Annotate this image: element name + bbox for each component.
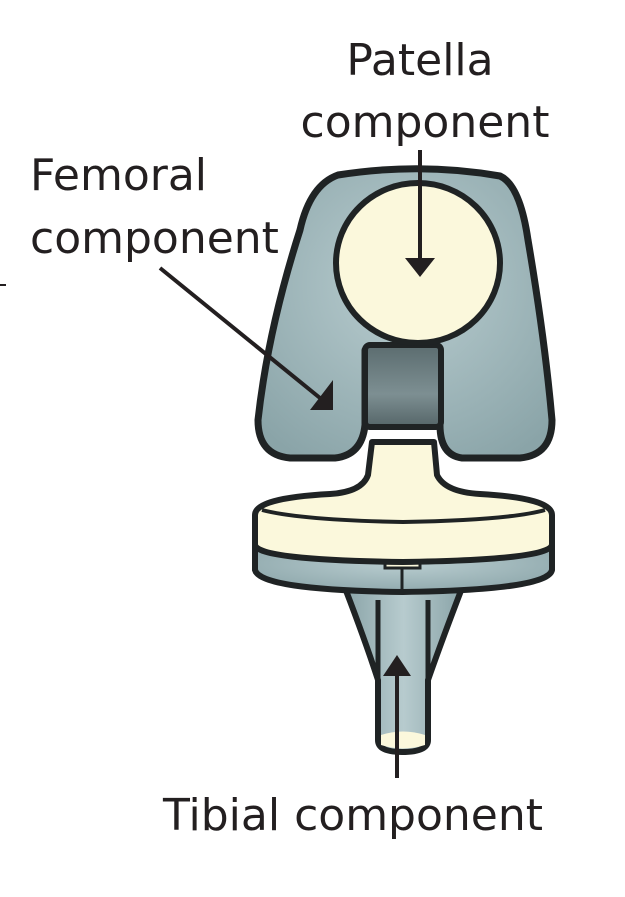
tibial-insert bbox=[252, 439, 555, 565]
patella-label-line2: component bbox=[301, 97, 550, 148]
femoral-box bbox=[362, 342, 444, 430]
tibial-arrow bbox=[383, 655, 411, 778]
patella-label-line1: Patella bbox=[346, 35, 493, 86]
femoral-label-line1: Femoral bbox=[30, 150, 207, 201]
femoral-label-line2: component bbox=[30, 213, 279, 264]
tibial-label: Tibial component bbox=[162, 790, 543, 841]
patella-arrow bbox=[405, 150, 435, 277]
femoral-arrow bbox=[158, 266, 333, 410]
